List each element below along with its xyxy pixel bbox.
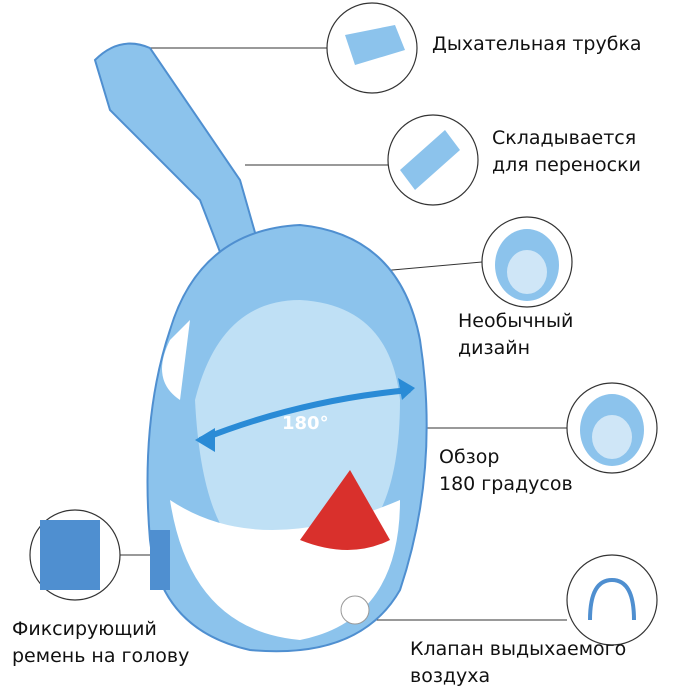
label-line: Дыхательная трубка bbox=[432, 33, 642, 55]
label-line: Складывается bbox=[492, 127, 637, 149]
label-view: Обзор 180 градусов bbox=[439, 444, 573, 498]
snorkel bbox=[93, 42, 262, 267]
label-design: Необычный дизайн bbox=[458, 308, 573, 362]
label-line: Клапан выдыхаемого bbox=[410, 638, 627, 660]
label-line: воздуха bbox=[410, 665, 491, 687]
valve-detail-circle bbox=[566, 554, 658, 646]
mask-body bbox=[146, 223, 428, 653]
label-line: дизайн bbox=[458, 337, 531, 359]
label-snorkel: Дыхательная трубка bbox=[432, 31, 642, 58]
view-angle-badge: 180° bbox=[282, 413, 329, 434]
label-line: для переноски bbox=[492, 154, 641, 176]
label-line: Необычный bbox=[458, 310, 574, 332]
label-valve: Клапан выдыхаемого воздуха bbox=[410, 636, 626, 690]
label-foldable: Складывается для переноски bbox=[492, 125, 641, 179]
label-line: 180 градусов bbox=[439, 473, 573, 495]
label-strap: Фиксирующий ремень на голову bbox=[12, 616, 189, 670]
label-line: Фиксирующий bbox=[12, 618, 157, 640]
label-line: ремень на голову bbox=[12, 645, 190, 667]
label-line: Обзор bbox=[439, 446, 500, 468]
